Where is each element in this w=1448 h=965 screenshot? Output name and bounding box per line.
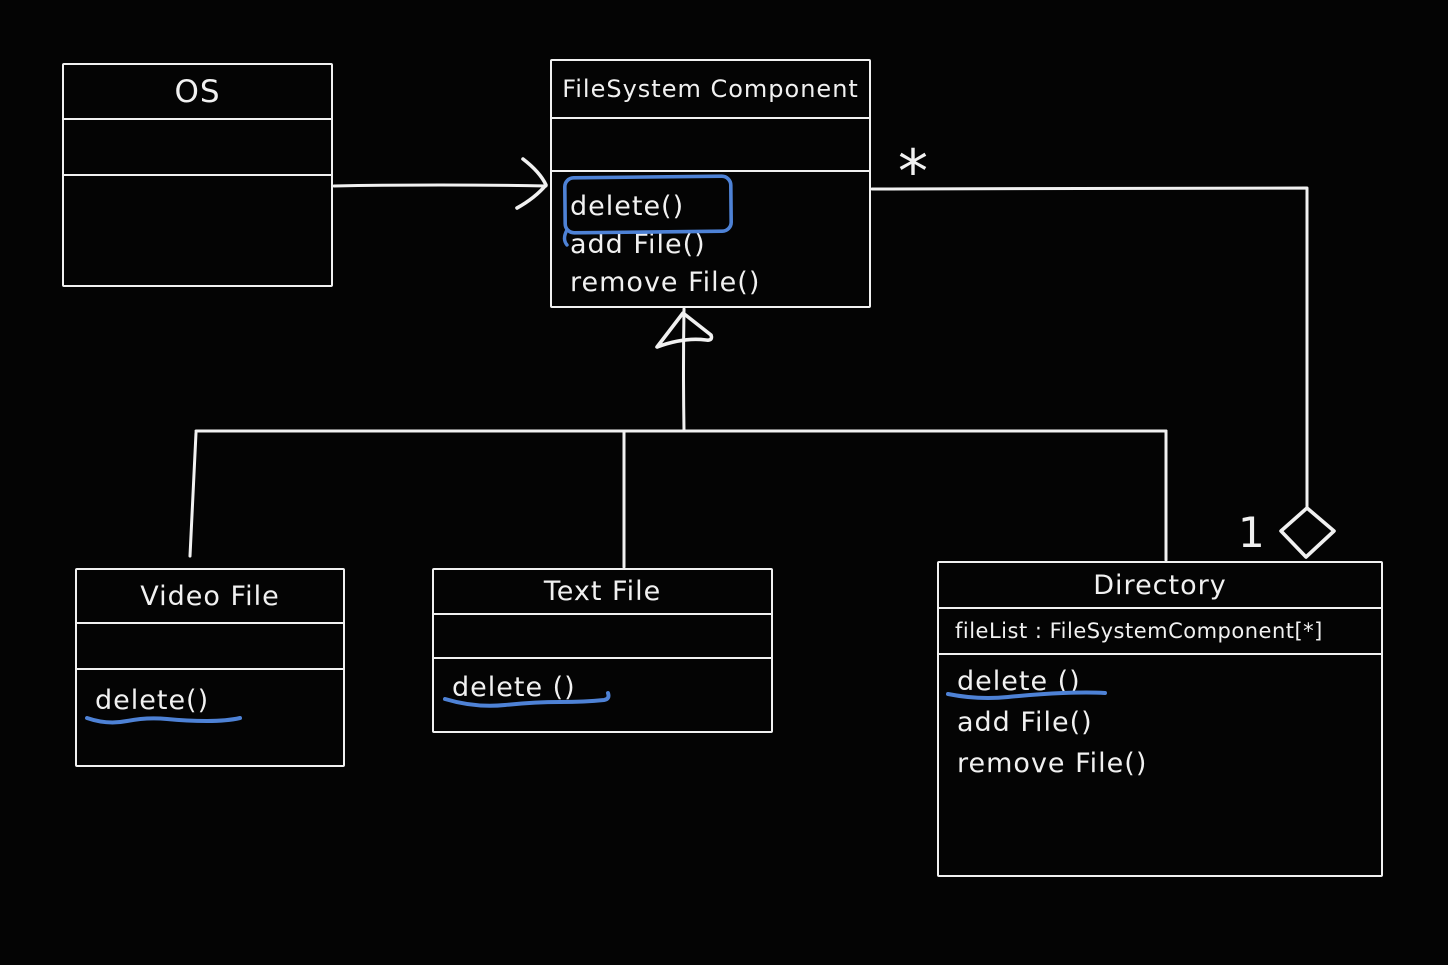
attributes-compartment-filesystem-component bbox=[552, 119, 869, 172]
aggregation-line bbox=[870, 186, 1309, 510]
methods-compartment-directory: delete () add File() remove File() bbox=[939, 655, 1381, 784]
method-remove-file: remove File() bbox=[570, 267, 761, 298]
attributes-compartment-directory: fileList : FileSystemComponent[*] bbox=[939, 609, 1381, 655]
attributes-compartment-os bbox=[64, 120, 331, 176]
open-arrowhead-icon bbox=[515, 157, 548, 210]
methods-compartment-video-file: delete() bbox=[77, 670, 343, 720]
method-delete: delete() bbox=[95, 685, 210, 716]
multiplicity-one-label: 1 bbox=[1238, 508, 1265, 557]
generalization-line bbox=[682, 307, 686, 432]
class-title-video-file: Video File bbox=[77, 570, 343, 624]
class-box-filesystem-component: FileSystem Component delete() add File()… bbox=[550, 59, 871, 308]
class-title-directory: Directory bbox=[939, 563, 1381, 609]
class-title-filesystem-component: FileSystem Component bbox=[552, 61, 869, 119]
class-box-video-file: Video File delete() bbox=[75, 568, 345, 767]
generalization-triangle-icon bbox=[655, 311, 714, 349]
child-connector-video-file bbox=[188, 431, 198, 558]
method-add-file: add File() bbox=[570, 229, 706, 260]
aggregation-diamond-icon bbox=[1279, 506, 1336, 559]
method-delete: delete () bbox=[957, 666, 1081, 697]
attribute-filelist: fileList : FileSystemComponent[*] bbox=[955, 619, 1323, 643]
method-add-file: add File() bbox=[957, 707, 1093, 738]
multiplicity-star-label: * bbox=[898, 137, 928, 207]
attributes-compartment-text-file bbox=[434, 615, 771, 659]
methods-compartment-text-file: delete () bbox=[434, 659, 771, 707]
class-title-text-file: Text File bbox=[434, 570, 771, 615]
method-remove-file: remove File() bbox=[957, 748, 1148, 779]
association-line bbox=[332, 183, 548, 188]
class-box-directory: Directory fileList : FileSystemComponent… bbox=[937, 561, 1383, 877]
method-delete: delete() bbox=[570, 191, 685, 222]
class-title-os: OS bbox=[64, 65, 331, 120]
method-delete: delete () bbox=[452, 672, 576, 703]
methods-compartment-filesystem-component: delete() add File() remove File() bbox=[552, 172, 869, 302]
class-box-text-file: Text File delete () bbox=[432, 568, 773, 733]
class-box-os: OS bbox=[62, 63, 333, 287]
attributes-compartment-video-file bbox=[77, 624, 343, 670]
